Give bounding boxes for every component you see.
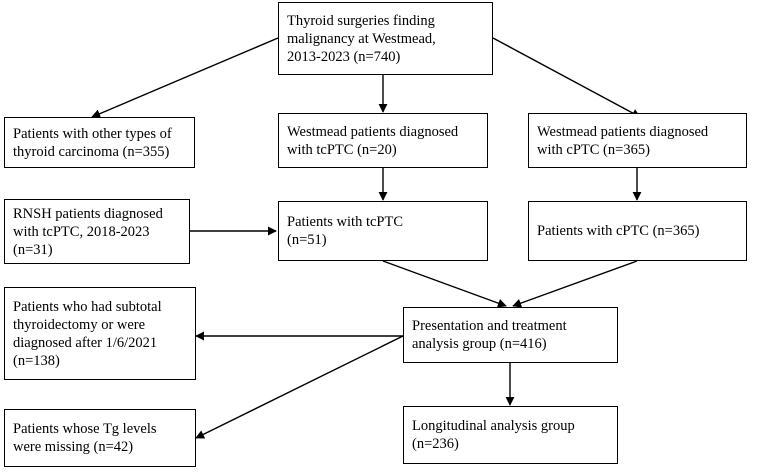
box-presentation-treatment-text: Presentation and treatment analysis grou… (412, 318, 567, 352)
box-rnsh-tcptc-text: RNSH patients diagnosed with tcPTC, 2018… (13, 205, 163, 258)
box-thyroid-surgeries: Thyroid surgeries finding malignancy at … (278, 2, 493, 75)
arrow-root-to-other (91, 37, 279, 118)
box-tg-missing-text: Patients whose Tg levels were missing (n… (13, 421, 157, 455)
box-westmead-cptc-text: Westmead patients diagnosed with cPTC (n… (537, 123, 709, 158)
arrow-tcptc-to-presentation (382, 260, 507, 308)
box-presentation-treatment: Presentation and treatment analysis grou… (403, 307, 618, 363)
box-tg-missing: Patients whose Tg levels were missing (n… (4, 409, 196, 467)
box-longitudinal: Longitudinal analysis group (n=236) (403, 406, 618, 464)
box-subtotal-thyroidectomy: Patients who had subtotal thyroidectomy … (4, 287, 196, 380)
box-patients-cptc: Patients with cPTC (n=365) (528, 201, 747, 261)
box-longitudinal-text: Longitudinal analysis group (n=236) (412, 418, 575, 452)
box-patients-tcptc: Patients with tcPTC (n=51) (278, 201, 488, 261)
box-patients-cptc-text: Patients with cPTC (n=365) (537, 223, 700, 239)
box-westmead-tcptc-text: Westmead patients diagnosed with tcPTC (… (287, 123, 459, 158)
box-westmead-tcptc: Westmead patients diagnosed with tcPTC (… (278, 113, 488, 168)
box-subtotal-thyroidectomy-text: Patients who had subtotal thyroidectomy … (13, 298, 162, 369)
box-thyroid-surgeries-text: Thyroid surgeries finding malignancy at … (287, 12, 436, 65)
box-other-carcinoma: Patients with other types of thyroid car… (4, 117, 195, 168)
arrow-cptc-to-presentation (512, 260, 638, 308)
arrow-root-to-west-cptc (492, 37, 641, 118)
arrow-presentation-to-tg-missing (195, 335, 404, 439)
box-other-carcinoma-text: Patients with other types of thyroid car… (13, 125, 172, 160)
box-patients-tcptc-text: Patients with tcPTC (n=51) (287, 214, 403, 248)
box-rnsh-tcptc: RNSH patients diagnosed with tcPTC, 2018… (4, 199, 190, 264)
box-westmead-cptc: Westmead patients diagnosed with cPTC (n… (528, 113, 747, 168)
